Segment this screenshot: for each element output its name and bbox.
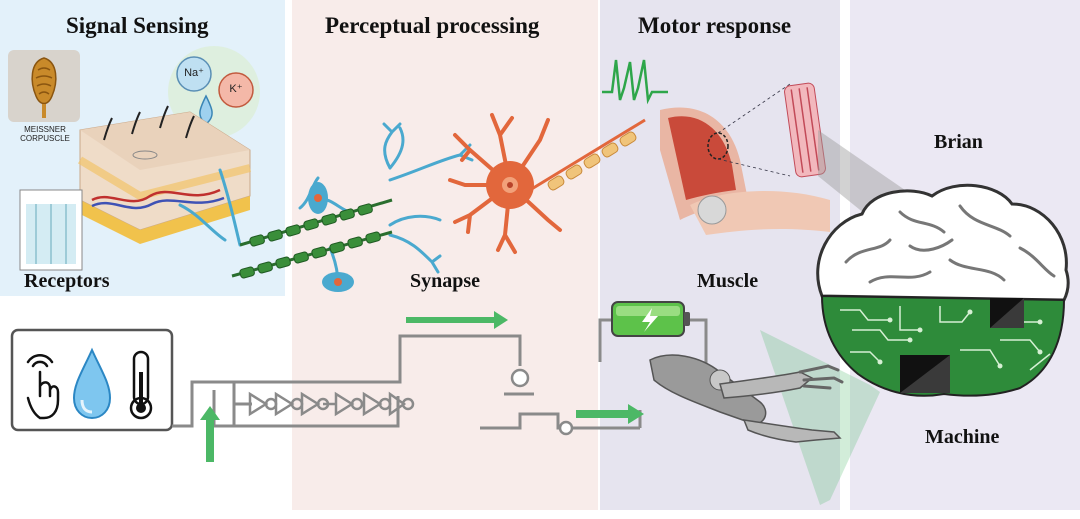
switch-node	[558, 420, 574, 436]
label-machine: Machine	[925, 426, 1000, 448]
myelinated-axon-lower	[231, 230, 393, 279]
battery-icon	[611, 301, 690, 337]
action-potential-trace	[602, 59, 668, 105]
arm-muscle-illustration	[660, 82, 830, 235]
label-brain: Brian	[934, 131, 983, 153]
meissner-corpuscle-illustration	[8, 50, 80, 122]
inverter-chain	[248, 391, 415, 417]
myelinated-axon-upper	[239, 198, 393, 247]
interneuron-illustration	[448, 113, 562, 254]
sodium-ion-label: Na⁺	[184, 67, 204, 79]
touch-icon	[26, 353, 60, 420]
section-title-motor-response: Motor response	[638, 13, 792, 38]
section-title-perceptual-processing: Perceptual processing	[325, 13, 540, 38]
label-muscle: Muscle	[697, 270, 759, 292]
skin-illustration	[77, 105, 251, 244]
label-receptors: Receptors	[24, 270, 110, 292]
robot-arm-icon	[649, 354, 844, 443]
meissner-label: MEISSNER CORPUSCLE	[14, 125, 76, 143]
potassium-ion-label: K⁺	[229, 83, 243, 95]
brain-illustration	[816, 183, 1070, 397]
label-synapse: Synapse	[410, 270, 481, 292]
meissner-label-line1: MEISSNER	[24, 125, 66, 134]
meissner-label-line2: CORPUSCLE	[20, 134, 70, 143]
motor-axon	[529, 118, 646, 192]
section-title-signal-sensing: Signal Sensing	[66, 13, 209, 38]
thermometer-icon	[129, 350, 153, 420]
signal-arrows	[200, 311, 644, 462]
switch-contact	[510, 368, 530, 388]
receptor-cell-inset	[19, 189, 83, 271]
